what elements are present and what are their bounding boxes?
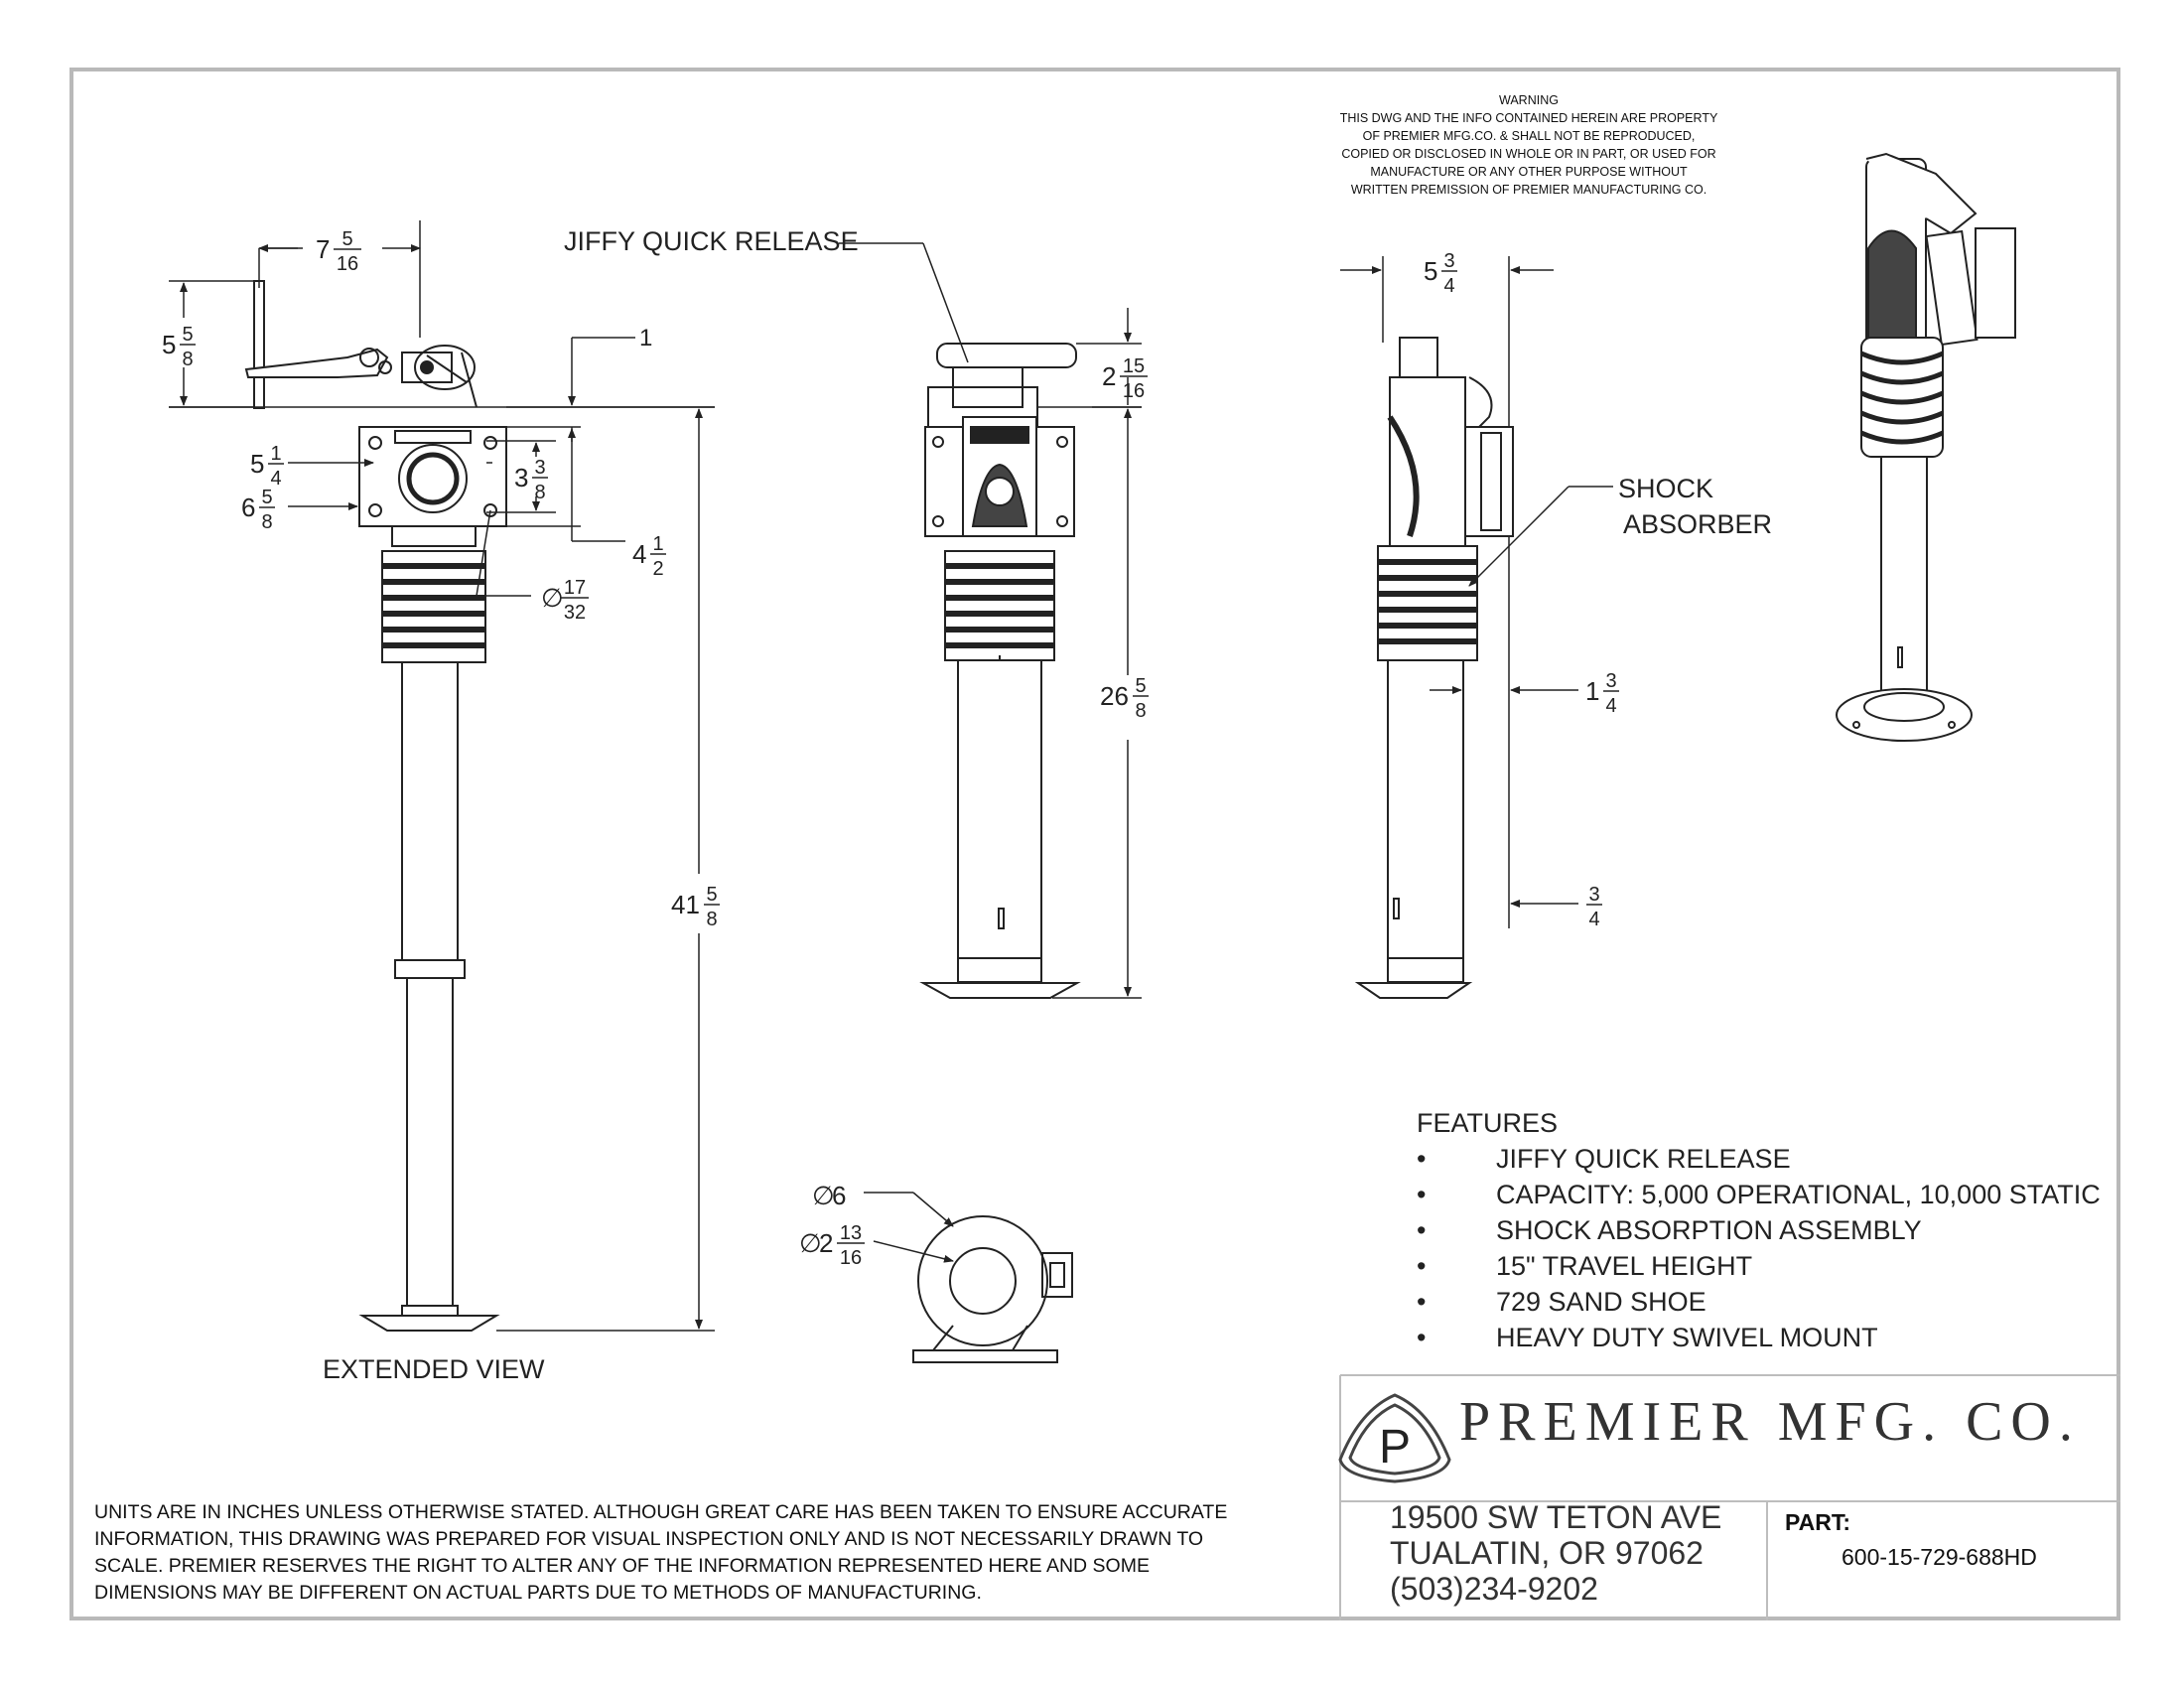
dim-denominator: 16 <box>1123 380 1145 402</box>
dim-denominator: 16 <box>337 253 358 275</box>
dim-denominator: 8 <box>534 482 545 503</box>
dim-whole: 1 <box>1585 676 1599 706</box>
dim-top-offset: 1 <box>639 325 652 352</box>
extended-view-jack <box>244 280 507 1332</box>
dim-numerator: 15 <box>1123 355 1145 377</box>
drawing-border <box>69 68 2120 1620</box>
premier-logo: P <box>1338 1393 1451 1483</box>
dim-numerator: 5 <box>341 228 352 250</box>
dim-denominator: 4 <box>270 468 281 490</box>
warning-line: COPIED OR DISCLOSED IN WHOLE OR IN PART,… <box>1341 147 1716 161</box>
dim-numerator: 5 <box>182 324 193 346</box>
side-view-dimensions <box>1340 256 1613 928</box>
address-line: 19500 SW TETON AVE <box>1390 1499 1722 1535</box>
extended-view-dimensions <box>169 220 715 1332</box>
shock-absorber-label-2: ABSORBER <box>1623 509 1773 539</box>
company-address: 19500 SW TETON AVE TUALATIN, OR 97062 (5… <box>1390 1499 1721 1607</box>
dim-numerator: 3 <box>1443 250 1454 272</box>
dim-denominator: 4 <box>1443 275 1454 297</box>
dim-whole: 7 <box>316 234 330 264</box>
dim-whole: 5 <box>250 449 264 479</box>
warning-line: MANUFACTURE OR ANY OTHER PURPOSE WITHOUT <box>1370 165 1688 179</box>
warning-line: WARNING <box>1499 93 1559 107</box>
dim-numerator: 3 <box>1605 670 1616 692</box>
dim-whole: 2 <box>1102 361 1116 391</box>
dim-numerator: 3 <box>1588 884 1599 906</box>
features-title: FEATURES <box>1417 1108 1559 1138</box>
dim-denominator: 4 <box>1605 695 1616 717</box>
front-view-jack <box>919 343 1081 999</box>
side-view-jack <box>1354 337 1514 999</box>
dim-whole: 2 <box>819 1228 833 1258</box>
front-view-dimensions <box>839 242 1142 999</box>
dim-numerator: 5 <box>1135 675 1146 697</box>
dim-whole: 4 <box>632 539 646 569</box>
address-line: TUALATIN, OR 97062 <box>1390 1535 1704 1571</box>
dim-whole: 6 <box>241 492 255 522</box>
dim-prefix: ∅ <box>541 583 564 613</box>
dim-numerator: 5 <box>261 487 272 508</box>
company-name: PREMIER MFG. CO. <box>1459 1391 2081 1453</box>
feature-item: JIFFY QUICK RELEASE <box>1417 1141 2131 1177</box>
dim-numerator: 5 <box>706 884 717 906</box>
feature-item: HEAVY DUTY SWIVEL MOUNT <box>1417 1320 2131 1355</box>
dim-denominator: 8 <box>1135 700 1146 722</box>
address-line: (503)234-9202 <box>1390 1571 1598 1607</box>
shock-absorber-label-1: SHOCK <box>1618 474 1714 503</box>
units-disclaimer: UNITS ARE IN INCHES UNLESS OTHERWISE STA… <box>94 1499 1315 1607</box>
top-view-dimensions <box>864 1192 954 1263</box>
part-label: PART: <box>1785 1509 1851 1535</box>
note-line: DIMENSIONS MAY BE DIFFERENT ON ACTUAL PA… <box>94 1582 982 1604</box>
part-number: 600-15-729-688HD <box>1842 1544 2037 1570</box>
features-list: FEATURES JIFFY QUICK RELEASE CAPACITY: 5… <box>1417 1105 2131 1355</box>
dim-prefix: ∅ <box>799 1228 822 1258</box>
warning-line: THIS DWG AND THE INFO CONTAINED HEREIN A… <box>1339 111 1718 125</box>
top-view-jack <box>912 1215 1073 1363</box>
dim-whole: 5 <box>1424 256 1437 286</box>
dim-whole: 6 <box>832 1181 846 1210</box>
note-line: INFORMATION, THIS DRAWING WAS PREPARED F… <box>94 1528 1204 1550</box>
dim-whole: 3 <box>514 463 528 492</box>
warning-line: OF PREMIER MFG.CO. & SHALL NOT BE REPROD… <box>1362 129 1696 143</box>
note-line: UNITS ARE IN INCHES UNLESS OTHERWISE STA… <box>94 1501 1228 1523</box>
feature-item: CAPACITY: 5,000 OPERATIONAL, 10,000 STAT… <box>1417 1177 2131 1212</box>
title-block-lines <box>1339 1374 2120 1620</box>
isometric-jack <box>1836 152 2016 742</box>
dim-denominator: 2 <box>652 558 663 580</box>
dim-whole: 41 <box>671 890 700 919</box>
jiffy-release-label: JIFFY QUICK RELEASE <box>564 226 859 256</box>
extended-view-label: EXTENDED VIEW <box>323 1354 545 1384</box>
feature-item: 15" TRAVEL HEIGHT <box>1417 1248 2131 1284</box>
dim-whole: 26 <box>1100 681 1129 711</box>
dim-numerator: 13 <box>840 1222 862 1244</box>
logo-letter: P <box>1379 1421 1411 1474</box>
dim-numerator: 17 <box>564 577 586 599</box>
dim-denominator: 32 <box>564 602 586 624</box>
dim-prefix: ∅ <box>812 1181 835 1210</box>
warning-block: WARNING THIS DWG AND THE INFO CONTAINED … <box>1291 91 1767 199</box>
dim-denominator: 8 <box>261 511 272 533</box>
dim-numerator: 1 <box>270 443 281 465</box>
note-line: SCALE. PREMIER RESERVES THE RIGHT TO ALT… <box>94 1555 1150 1577</box>
dim-whole: 5 <box>162 330 176 359</box>
warning-line: WRITTEN PREMISSION OF PREMIER MANUFACTUR… <box>1350 183 1707 197</box>
dim-denominator: 8 <box>706 909 717 930</box>
dim-denominator: 16 <box>840 1247 862 1269</box>
dim-denominator: 4 <box>1588 909 1599 930</box>
dim-denominator: 8 <box>182 349 193 370</box>
dim-numerator: 1 <box>652 533 663 555</box>
dim-numerator: 3 <box>534 457 545 479</box>
feature-item: SHOCK ABSORPTION ASSEMBLY <box>1417 1212 2131 1248</box>
feature-item: 729 SAND SHOE <box>1417 1284 2131 1320</box>
